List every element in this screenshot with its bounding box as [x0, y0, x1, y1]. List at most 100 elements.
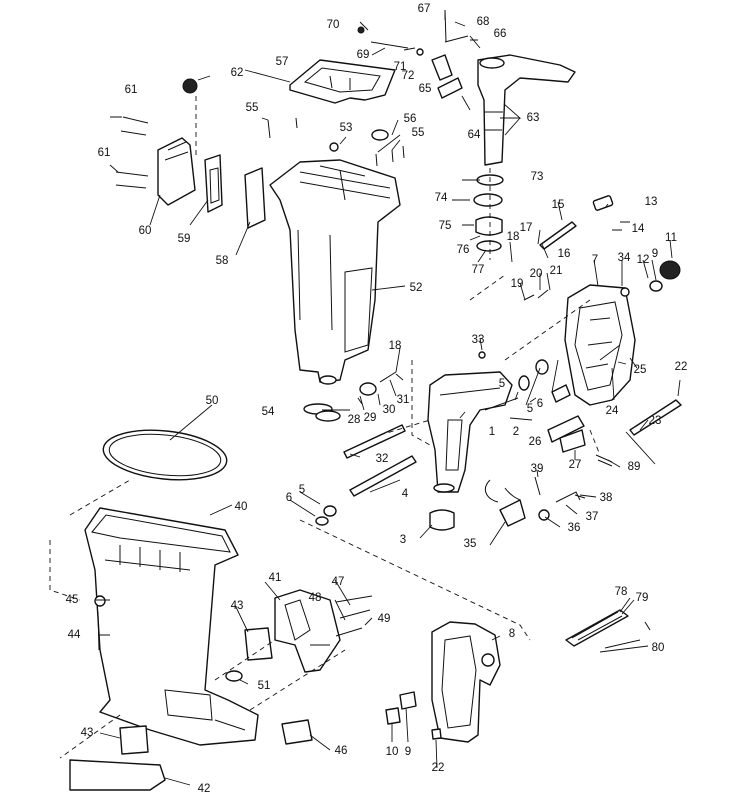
callout-62: 62 [230, 67, 244, 79]
callout-50: 50 [205, 395, 219, 407]
callout-12: 12 [636, 254, 650, 266]
clamp-bracket-drawing [431, 621, 501, 743]
callout-53: 53 [339, 122, 353, 134]
callout-5: 5 [298, 484, 306, 496]
callout-55: 55 [245, 102, 259, 114]
callout-8: 8 [508, 628, 516, 640]
callout-80: 80 [651, 642, 665, 654]
callout-58: 58 [215, 255, 229, 267]
callout-68: 68 [476, 16, 490, 28]
callout-43: 43 [80, 727, 94, 739]
callout-38: 38 [599, 492, 613, 504]
callout-26: 26 [528, 436, 542, 448]
callout-18: 18 [506, 231, 520, 243]
callout-45: 45 [65, 594, 79, 606]
callout-77: 77 [471, 264, 485, 276]
callout-29: 29 [363, 412, 377, 424]
callout-69: 69 [356, 49, 370, 61]
gasket-57-drawing [289, 59, 396, 104]
callout-70: 70 [326, 19, 340, 31]
callout-66: 66 [493, 28, 507, 40]
callout-37: 37 [585, 511, 599, 523]
callout-49: 49 [377, 613, 391, 625]
callout-22: 22 [674, 361, 688, 373]
callout-47: 47 [331, 576, 345, 588]
callout-78: 78 [614, 586, 628, 598]
callout-89: 89 [627, 461, 641, 473]
callout-36: 36 [567, 522, 581, 534]
callout-30: 30 [382, 404, 396, 416]
callout-9: 9 [404, 746, 412, 758]
callout-55: 55 [411, 127, 425, 139]
callout-46: 46 [334, 745, 348, 757]
callout-41: 41 [268, 572, 282, 584]
callout-57: 57 [275, 56, 289, 68]
callout-48: 48 [308, 592, 322, 604]
callout-64: 64 [467, 129, 481, 141]
callout-59: 59 [177, 233, 191, 245]
callout-27: 27 [568, 459, 582, 471]
callout-22: 22 [431, 762, 445, 774]
callout-79: 79 [635, 592, 649, 604]
assembly-dashed-lines [49, 274, 601, 791]
callout-51: 51 [257, 680, 271, 692]
callout-17: 17 [519, 222, 533, 234]
callout-23: 23 [648, 415, 662, 427]
callout-1: 1 [488, 426, 496, 438]
callout-32: 32 [375, 453, 389, 465]
callout-34: 34 [617, 252, 631, 264]
callout-71: 71 [393, 61, 407, 73]
callout-39: 39 [530, 463, 544, 475]
callout-6: 6 [536, 398, 544, 410]
callout-6: 6 [285, 492, 293, 504]
callout-14: 14 [631, 223, 645, 235]
callout-56: 56 [403, 113, 417, 125]
steering-arm-drawing [477, 54, 576, 166]
callout-40: 40 [234, 501, 248, 513]
callout-76: 76 [456, 244, 470, 256]
exhaust-housing-drawing [269, 159, 401, 385]
callout-31: 31 [396, 394, 410, 406]
callout-35: 35 [463, 538, 477, 550]
callout-75: 75 [438, 220, 452, 232]
callout-43: 43 [230, 600, 244, 612]
callout-5: 5 [498, 378, 506, 390]
callout-54: 54 [261, 406, 275, 418]
callout-5: 5 [526, 403, 534, 415]
callout-25: 25 [633, 364, 647, 376]
bracket-41-drawing [274, 589, 341, 673]
callout-44: 44 [67, 629, 81, 641]
callout-61: 61 [124, 84, 138, 96]
callout-28: 28 [347, 414, 361, 426]
swivel-bracket-drawing [427, 371, 513, 493]
callout-33: 33 [471, 334, 485, 346]
callout-24: 24 [605, 405, 619, 417]
callout-20: 20 [529, 268, 543, 280]
callout-52: 52 [409, 282, 423, 294]
callout-13: 13 [644, 196, 658, 208]
callout-72: 72 [401, 70, 415, 82]
callout-60: 60 [138, 225, 152, 237]
callout-67: 67 [417, 3, 431, 15]
callout-61: 61 [97, 147, 111, 159]
callout-2: 2 [512, 426, 520, 438]
leader-lines [96, 12, 681, 786]
callout-7: 7 [591, 254, 599, 266]
stern-bracket-drawing [564, 284, 636, 406]
callout-4: 4 [401, 488, 409, 500]
callout-3: 3 [399, 534, 407, 546]
callout-16: 16 [557, 248, 571, 260]
cover-60-drawing [157, 137, 266, 229]
callout-18: 18 [388, 340, 402, 352]
callout-10: 10 [385, 746, 399, 758]
callout-63: 63 [526, 112, 540, 124]
callout-21: 21 [549, 265, 563, 277]
callout-65: 65 [418, 83, 432, 95]
callout-74: 74 [434, 192, 448, 204]
callout-9: 9 [651, 248, 659, 260]
callout-19: 19 [510, 278, 524, 290]
callout-42: 42 [197, 783, 211, 795]
callout-15: 15 [551, 199, 565, 211]
